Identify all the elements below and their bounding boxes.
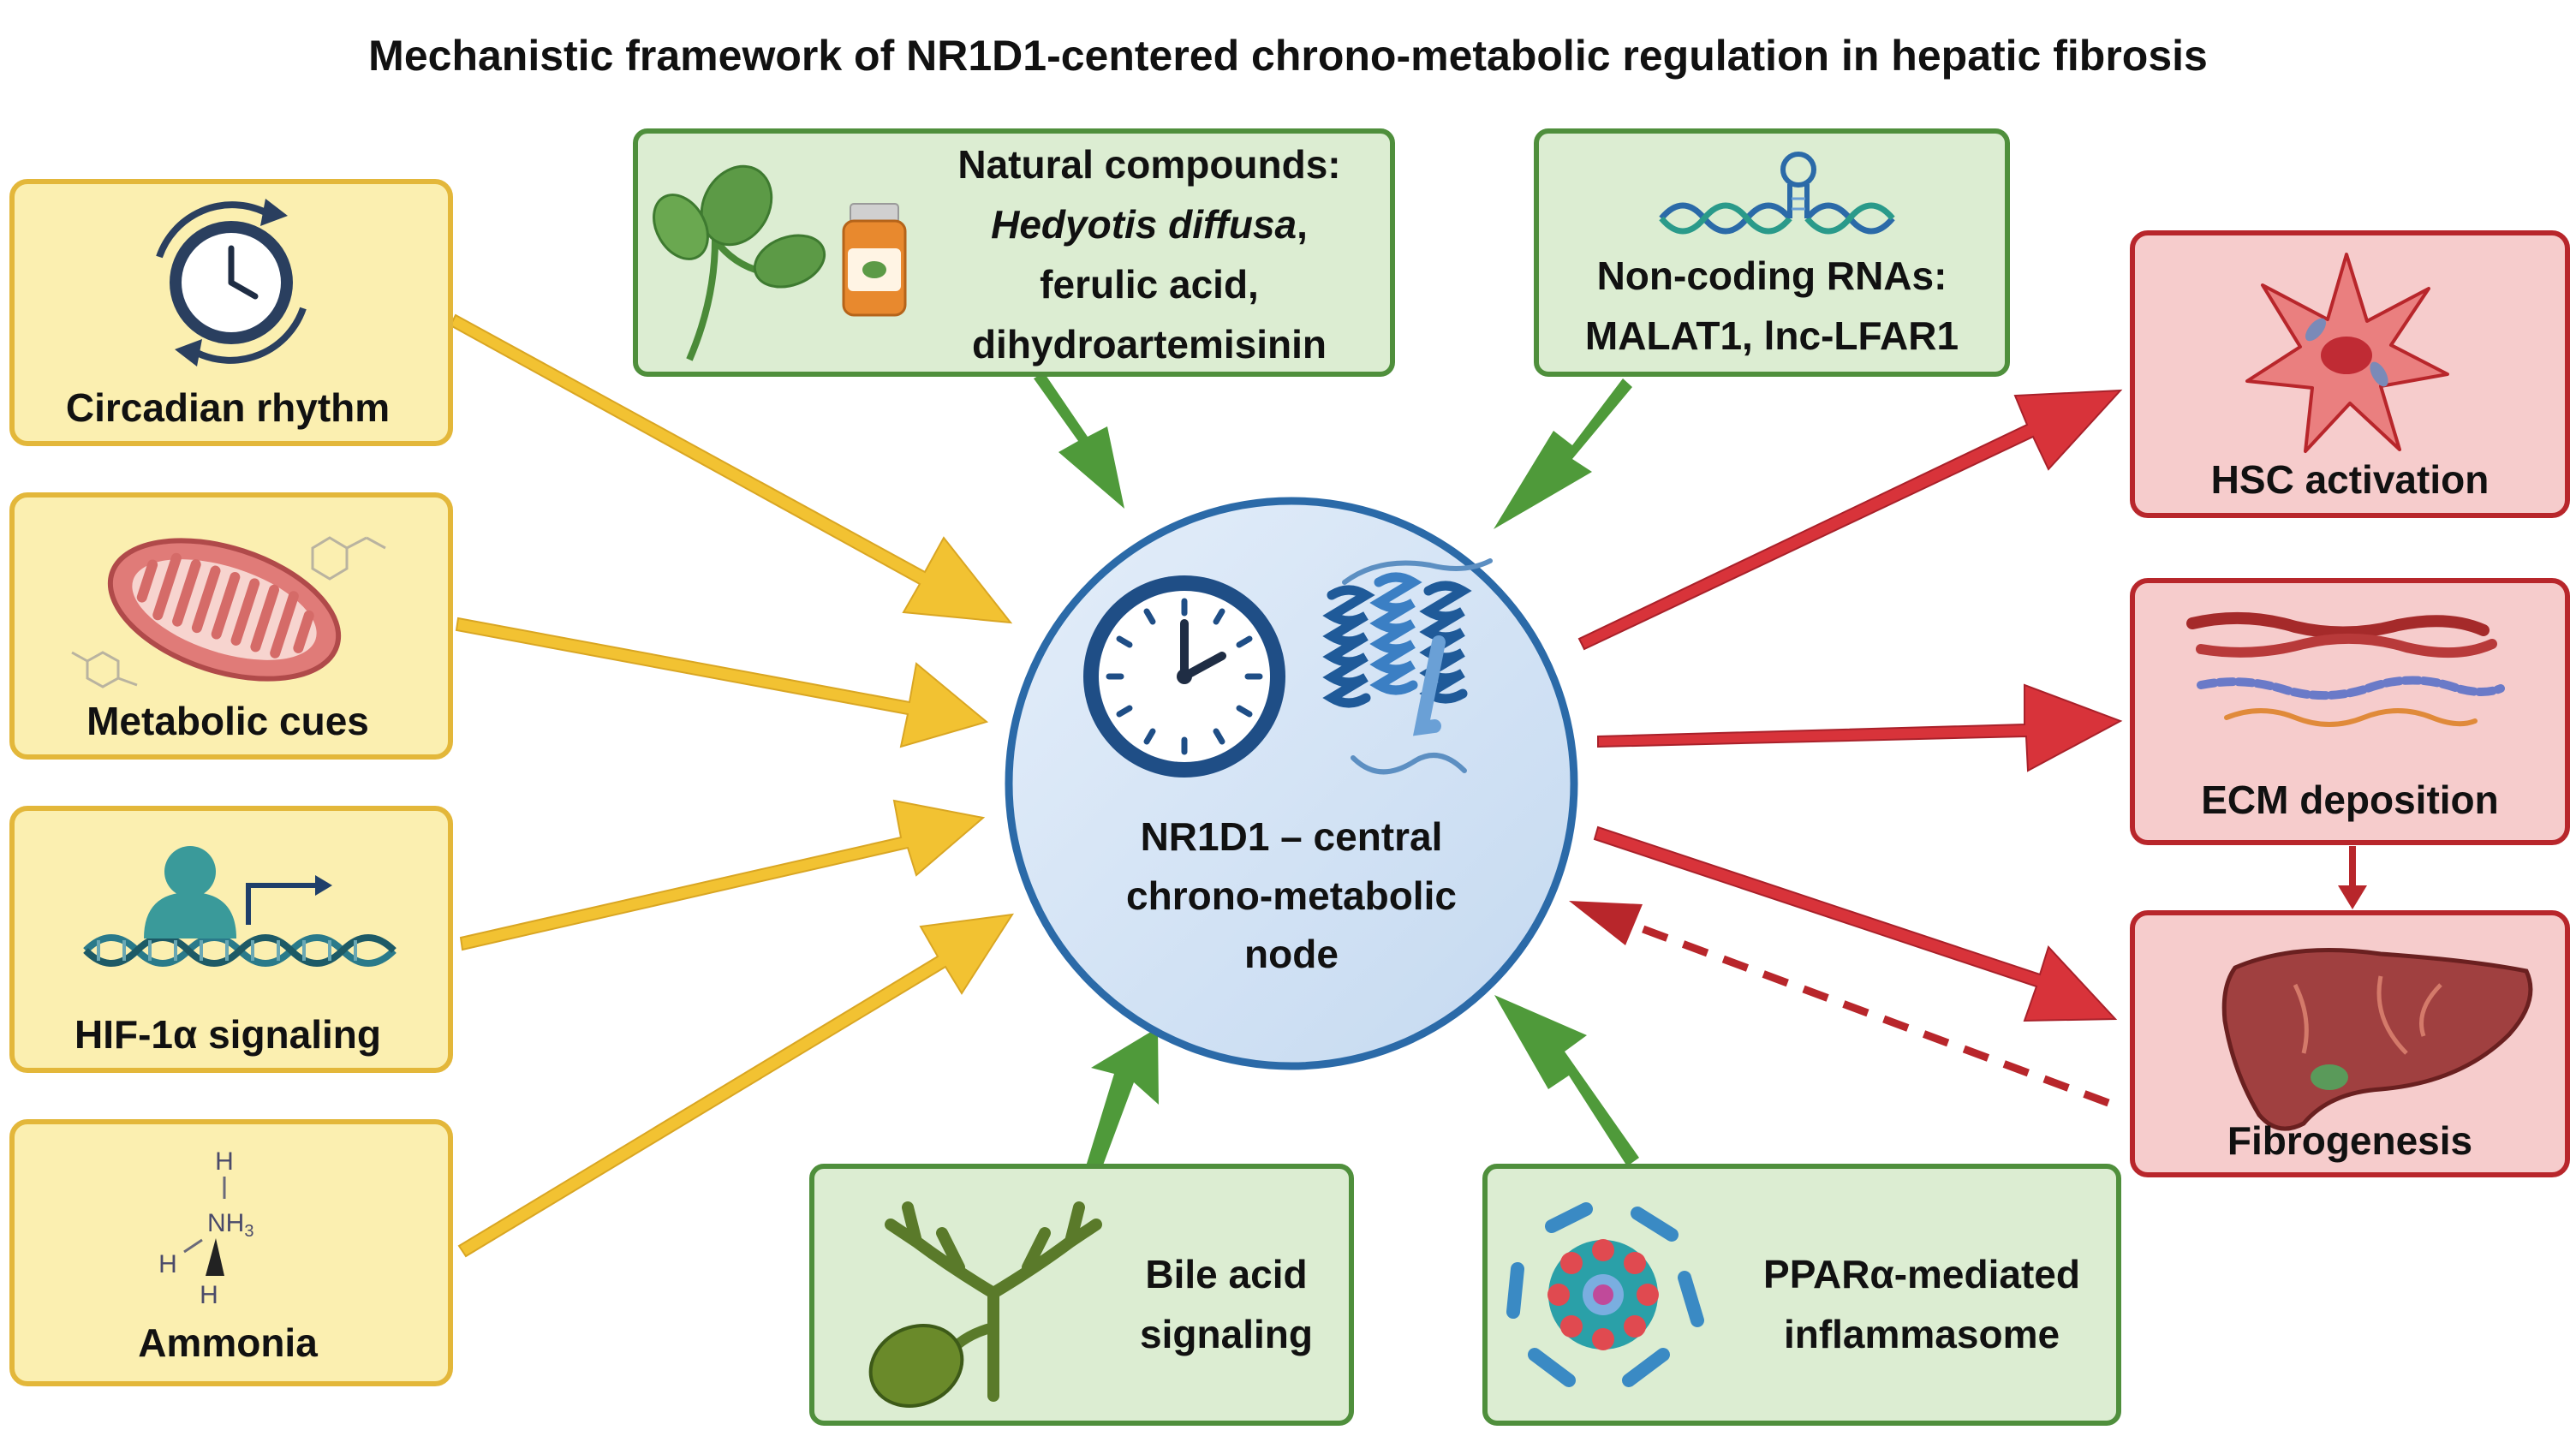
central-node: NR1D1 – central chrono-metabolic node (1005, 497, 1578, 1070)
modulator-box-natural: Natural compounds: Hedyotis diffusa, fer… (633, 128, 1395, 377)
output-box-ecm: ECM deposition (2130, 578, 2570, 845)
arrow-circadian-to-node (449, 313, 1013, 624)
herb-bottle-icon (653, 164, 907, 361)
input-box-hif: HIF-1α signaling (9, 806, 453, 1073)
output-arrows (1569, 389, 2367, 1107)
arrow-bile-to-node (1086, 1028, 1159, 1170)
input-arrows (449, 313, 1015, 1258)
arrow-ncrna-to-node (1494, 378, 1632, 529)
arrow-natural-to-node (1034, 372, 1124, 509)
modulator-box-bile: Bile acid signaling (809, 1164, 1354, 1426)
natural-line4: dihydroartemisinin (972, 322, 1327, 366)
rna-hairpin-icon (1659, 152, 1895, 235)
natural-line2: Hedyotis diffusa, (991, 202, 1308, 247)
arrow-ammonia-to-node (457, 913, 1015, 1258)
hif-label: HIF-1α signaling (75, 1012, 381, 1057)
input-box-metabolic: Metabolic cues (9, 492, 453, 760)
ncrna-line1: Non-coding RNAs: (1597, 253, 1947, 298)
modulator-box-ncrna: Non-coding RNAs: MALAT1, lnc-LFAR1 (1534, 128, 2010, 377)
arrow-node-to-hsc (1577, 389, 2123, 651)
ppar-line1: PPARα-mediated (1763, 1252, 2080, 1296)
arrow-ppar-to-node (1494, 995, 1639, 1166)
circadian-label: Circadian rhythm (66, 385, 390, 430)
chemical-structure-icon (71, 536, 386, 688)
bile-line2: signaling (1140, 1312, 1313, 1356)
diagram-title: Mechanistic framework of NR1D1-centered … (368, 32, 2208, 80)
output-box-fibrogenesis: Fibrogenesis (2130, 910, 2570, 1177)
inflammasome-icon (1506, 1202, 1704, 1387)
arrow-metabolic-to-node (455, 617, 989, 748)
central-node-label-line3: node (1244, 932, 1339, 976)
central-node-label-line1: NR1D1 – central (1141, 814, 1443, 859)
ammonia-molecule-icon: H NH3 H H (158, 1147, 253, 1309)
circadian-clock-icon (156, 199, 307, 366)
ammonia-h-left: H (158, 1250, 177, 1278)
bile-line1: Bile acid (1145, 1252, 1307, 1296)
gallbladder-icon (868, 1201, 1102, 1408)
feedback-arrowhead (1569, 901, 1643, 945)
modulator-box-ppar: PPARα-mediated inflammasome (1482, 1164, 2121, 1426)
modulator-arrows (1034, 372, 1639, 1170)
ammonia-n: NH3 (207, 1209, 253, 1241)
arrow-node-to-fibro (1593, 825, 2118, 1022)
metabolic-label: Metabolic cues (86, 699, 369, 743)
liver-icon (2221, 948, 2533, 1131)
input-box-ammonia: H NH3 H H Ammonia (9, 1119, 453, 1386)
ammonia-h-bottom: H (200, 1281, 218, 1309)
protein-structure-icon (1322, 558, 1493, 775)
output-box-hsc: HSC activation (2130, 230, 2570, 518)
central-node-label-line2: chrono-metabolic (1126, 873, 1457, 918)
natural-line1: Natural compounds: (957, 142, 1340, 187)
transcription-dna-icon (83, 846, 397, 967)
ammonia-label: Ammonia (138, 1320, 318, 1365)
hsc-label: HSC activation (2211, 457, 2490, 502)
stellate-cell-icon (2245, 253, 2449, 453)
ncrna-line2: MALAT1, lnc-LFAR1 (1585, 313, 1959, 358)
arrow-node-to-ecm (1597, 683, 2123, 772)
natural-line3: ferulic acid, (1040, 262, 1259, 307)
arrow-ecm-to-fibro-head (2338, 885, 2367, 909)
ammonia-h-top: H (215, 1147, 234, 1176)
ecm-label: ECM deposition (2201, 778, 2499, 822)
central-node-circle (1005, 497, 1578, 1070)
mitochondrion-icon (107, 538, 342, 682)
clock-icon (1083, 575, 1285, 778)
ppar-line2: inflammasome (1784, 1312, 2060, 1356)
collagen-fibers-icon (2186, 611, 2505, 727)
input-box-circadian: Circadian rhythm (9, 179, 453, 446)
fibrogenesis-label: Fibrogenesis (2227, 1118, 2472, 1163)
arrow-hif-to-node (459, 799, 986, 951)
